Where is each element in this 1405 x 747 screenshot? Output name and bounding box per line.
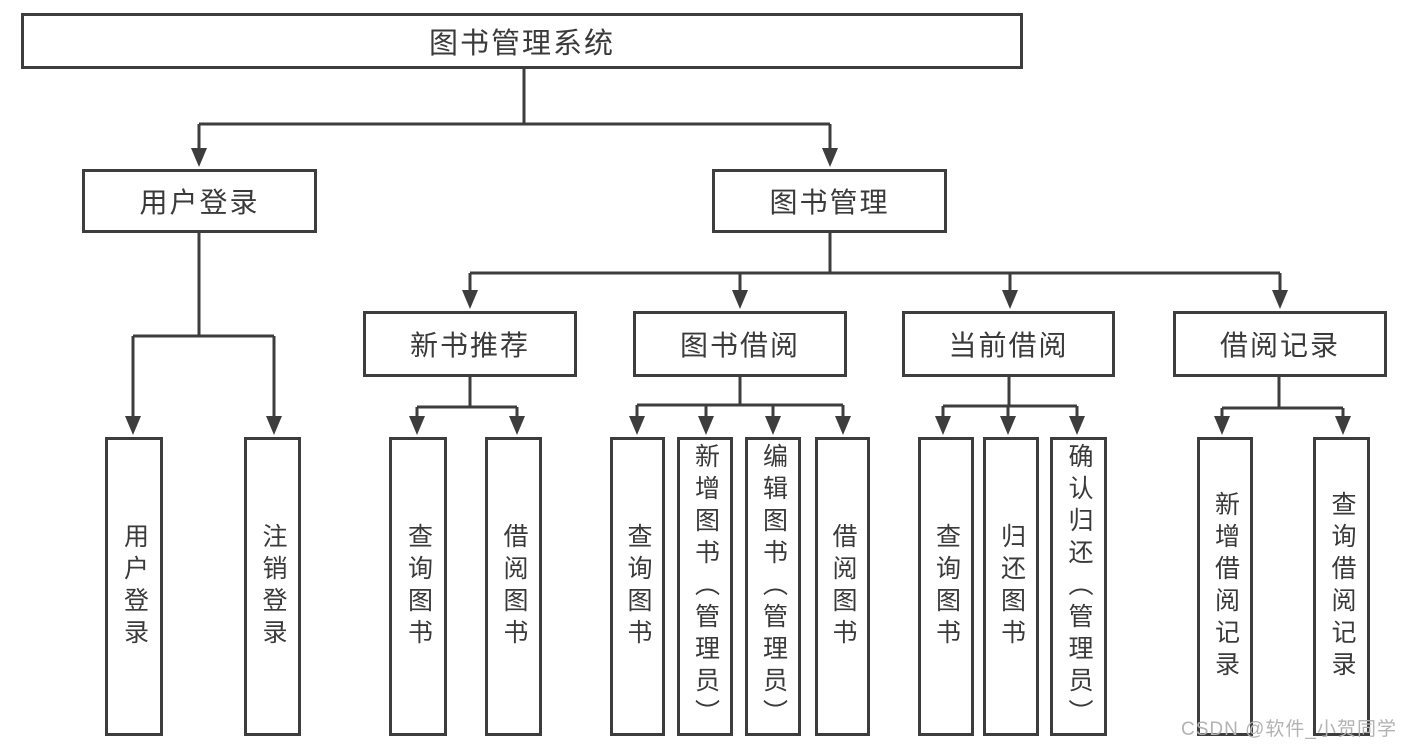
- leaf-borrow-books: 借阅图书: [815, 437, 870, 736]
- arrow-down-icon: [1335, 416, 1351, 435]
- leaf-user-login: 用户登录: [105, 437, 163, 736]
- leaf-borrow-books: 借阅图书: [485, 437, 542, 736]
- csdn-watermark: CSDN @软件_小贺同学: [1181, 719, 1397, 740]
- node-current-borrow: 当前借阅: [902, 311, 1115, 377]
- arrow-down-icon: [191, 148, 207, 167]
- arrow-down-icon: [1214, 416, 1230, 435]
- arrow-down-icon: [1000, 416, 1016, 435]
- node-borrow-records: 借阅记录: [1173, 311, 1387, 377]
- leaf-add-books-admin: 新增图书（管理员）: [677, 437, 733, 736]
- arrow-down-icon: [822, 148, 838, 167]
- leaf-add-borrow-record: 新增借阅记录: [1197, 437, 1253, 736]
- leaf-query-borrow-record: 查询借阅记录: [1313, 437, 1370, 736]
- arrow-down-icon: [1069, 416, 1085, 435]
- arrow-down-icon: [1002, 290, 1018, 309]
- arrow-down-icon: [765, 416, 781, 435]
- leaf-confirm-return-admin: 确认归还（管理员）: [1050, 437, 1107, 736]
- leaf-logout: 注销登录: [244, 437, 301, 736]
- node-book-management-branch: 图书管理: [712, 169, 947, 233]
- arrow-down-icon: [125, 416, 141, 435]
- arrow-down-icon: [509, 416, 525, 435]
- leaf-query-books: 查询图书: [918, 437, 974, 736]
- arrow-down-icon: [935, 416, 951, 435]
- arrow-down-icon: [1272, 290, 1288, 309]
- leaf-edit-books-admin: 编辑图书（管理员）: [745, 437, 801, 736]
- leaf-query-books: 查询图书: [389, 437, 447, 736]
- arrow-down-icon: [462, 290, 478, 309]
- node-book-borrow: 图书借阅: [633, 311, 847, 377]
- leaf-return-books: 归还图书: [983, 437, 1039, 736]
- arrow-down-icon: [266, 416, 282, 435]
- arrow-down-icon: [835, 416, 851, 435]
- arrow-down-icon: [629, 416, 645, 435]
- arrow-down-icon: [409, 416, 425, 435]
- node-user-login-branch: 用户登录: [82, 169, 317, 233]
- arrow-down-icon: [698, 416, 714, 435]
- node-root-system: 图书管理系统: [21, 13, 1023, 69]
- node-new-book-recommend: 新书推荐: [363, 311, 577, 377]
- leaf-query-books: 查询图书: [610, 437, 665, 736]
- arrow-down-icon: [732, 290, 748, 309]
